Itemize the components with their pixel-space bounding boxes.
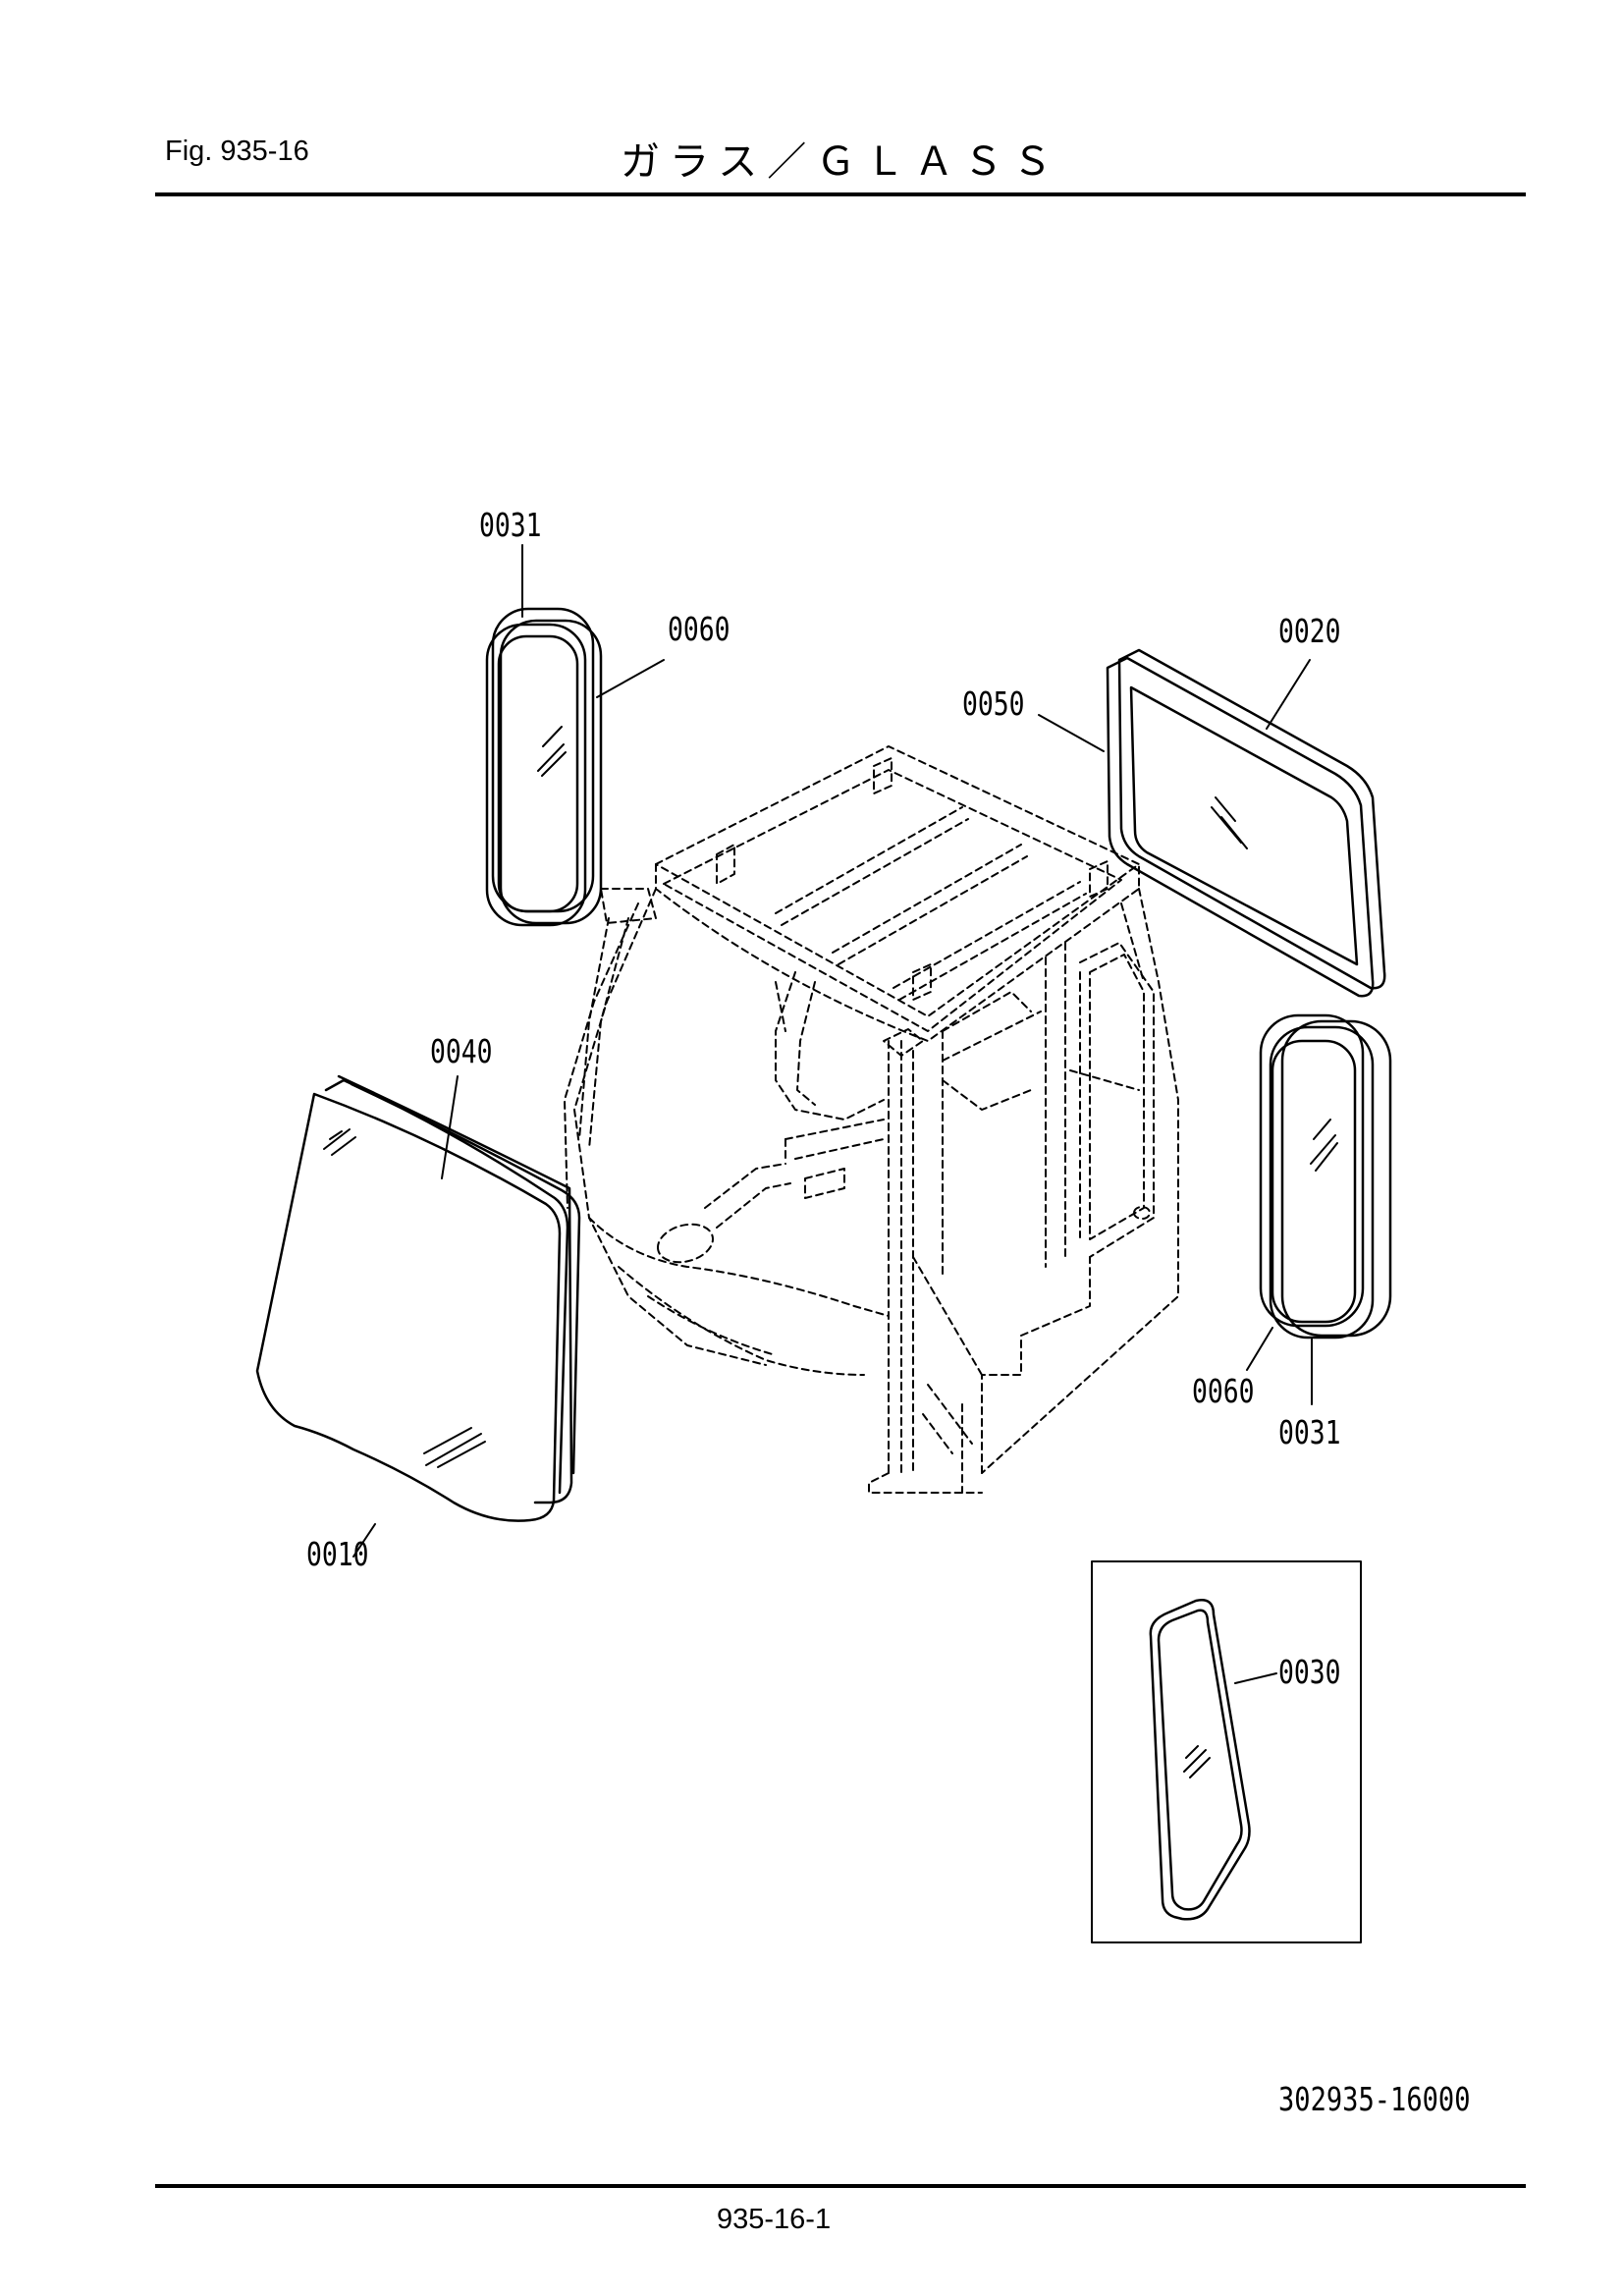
header-rule — [155, 192, 1526, 196]
inset-frame — [1091, 1560, 1362, 1943]
callout-0040: 0040 — [430, 1033, 493, 1071]
front-windshield — [255, 1074, 581, 1522]
rear-glass — [1106, 648, 1386, 998]
side-glass-right — [1259, 1013, 1392, 1339]
cab-frame — [564, 745, 1179, 1494]
side-glass-left — [485, 607, 603, 927]
callout-0031-top: 0031 — [479, 507, 542, 545]
page-title: ガラス／ＧＬＡＳＳ — [621, 139, 1062, 185]
callout-0031-right: 0031 — [1278, 1414, 1341, 1452]
footer-rule — [155, 2184, 1526, 2188]
callout-0050: 0050 — [962, 685, 1025, 724]
quarter-glass — [1149, 1599, 1251, 1921]
page-number: 935-16-1 — [717, 2204, 832, 2235]
callout-0030: 0030 — [1278, 1654, 1341, 1692]
callout-0010: 0010 — [306, 1536, 369, 1574]
figure-number: Fig. 935-16 — [165, 136, 309, 167]
drawing-code: 302935-16000 — [1278, 2080, 1471, 2118]
callout-0020: 0020 — [1278, 613, 1341, 651]
callout-0060-right: 0060 — [1192, 1373, 1255, 1411]
callout-0060-top: 0060 — [668, 611, 730, 649]
